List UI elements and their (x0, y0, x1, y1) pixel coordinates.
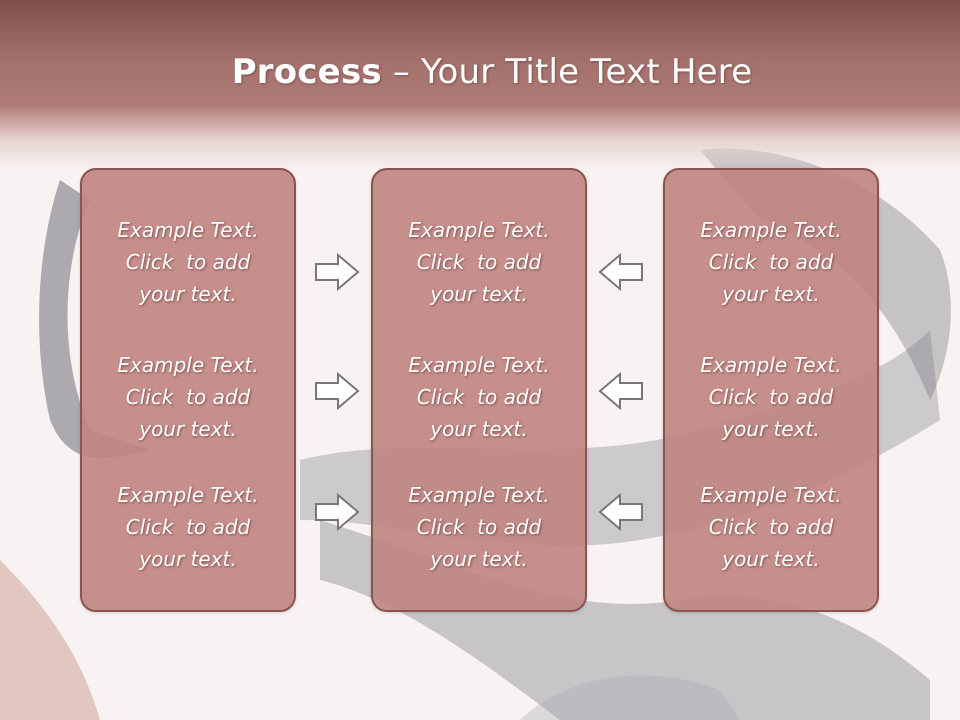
title-bar (0, 0, 960, 170)
text-line: Example Text. (700, 353, 842, 377)
text-placeholder[interactable]: Example Text. Click to add your text. (82, 349, 294, 445)
text-line: Example Text. (408, 353, 550, 377)
text-line: Click to add (125, 385, 251, 409)
arrow-right-icon (315, 492, 360, 532)
text-line: your text. (722, 547, 820, 571)
center-panel: Example Text. Click to add your text. Ex… (371, 168, 587, 612)
text-line: Click to add (416, 385, 542, 409)
left-panel: Example Text. Click to add your text. Ex… (80, 168, 296, 612)
text-line: your text. (139, 547, 237, 571)
text-line: Example Text. (700, 483, 842, 507)
arrow-left-icon (598, 492, 643, 532)
text-line: Example Text. (700, 218, 842, 242)
right-panel: Example Text. Click to add your text. Ex… (663, 168, 879, 612)
arrow-left-icon (598, 252, 643, 292)
text-line: your text. (139, 417, 237, 441)
text-placeholder[interactable]: Example Text. Click to add your text. (82, 214, 294, 310)
text-line: Click to add (125, 515, 251, 539)
text-line: Click to add (708, 385, 834, 409)
arrow-right-icon (315, 252, 360, 292)
text-line: your text. (722, 282, 820, 306)
text-line: Click to add (416, 515, 542, 539)
text-placeholder[interactable]: Example Text. Click to add your text. (665, 214, 877, 310)
text-line: Click to add (708, 515, 834, 539)
title-rest: – Your Title Text Here (381, 52, 753, 92)
text-placeholder[interactable]: Example Text. Click to add your text. (82, 479, 294, 575)
text-line: Example Text. (117, 353, 259, 377)
arrow-left-icon (598, 371, 643, 411)
text-line: your text. (430, 547, 528, 571)
text-line: your text. (139, 282, 237, 306)
text-placeholder[interactable]: Example Text. Click to add your text. (373, 214, 585, 310)
text-line: your text. (430, 417, 528, 441)
text-line: Click to add (416, 250, 542, 274)
text-line: your text. (430, 282, 528, 306)
text-placeholder[interactable]: Example Text. Click to add your text. (665, 349, 877, 445)
text-line: Example Text. (117, 483, 259, 507)
text-line: Example Text. (408, 483, 550, 507)
text-line: Click to add (708, 250, 834, 274)
text-line: your text. (722, 417, 820, 441)
text-line: Example Text. (117, 218, 259, 242)
text-placeholder[interactable]: Example Text. Click to add your text. (373, 479, 585, 575)
title-bold: Process (231, 52, 382, 92)
arrow-right-icon (315, 371, 360, 411)
text-line: Example Text. (408, 218, 550, 242)
text-placeholder[interactable]: Example Text. Click to add your text. (665, 479, 877, 575)
slide-title[interactable]: Process – Your Title Text Here (0, 52, 960, 92)
text-placeholder[interactable]: Example Text. Click to add your text. (373, 349, 585, 445)
text-line: Click to add (125, 250, 251, 274)
